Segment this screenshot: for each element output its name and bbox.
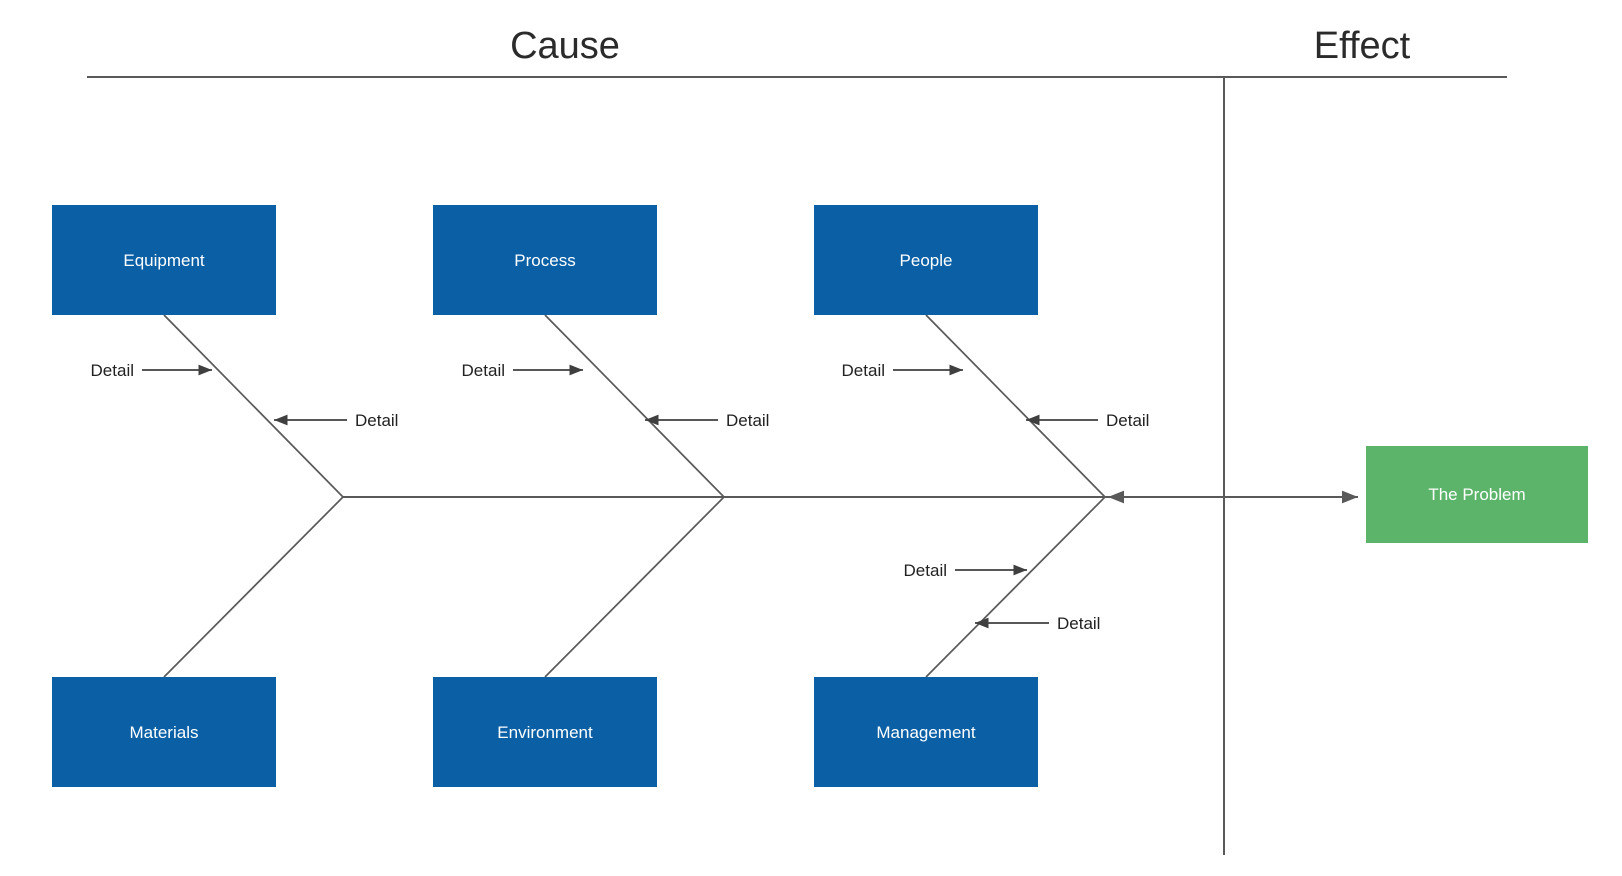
category-box-people[interactable]: People [814,205,1038,315]
category-label-equipment: Equipment [123,251,205,270]
category-box-equipment[interactable]: Equipment [52,205,276,315]
category-box-materials-rect[interactable] [52,677,276,787]
category-box-management-rect[interactable] [814,677,1038,787]
detail-label-equipment-lower: Detail [355,411,398,430]
category-label-people: People [900,251,953,270]
category-box-equipment-rect[interactable] [52,205,276,315]
category-label-management: Management [876,723,976,742]
category-box-environment-rect[interactable] [433,677,657,787]
effect-title: Effect [1314,25,1411,67]
category-label-environment: Environment [497,723,593,742]
category-box-process-rect[interactable] [433,205,657,315]
category-label-materials: Materials [130,723,199,742]
rib-management [925,496,1106,678]
category-box-materials[interactable]: Materials [52,677,276,787]
rib-people [925,314,1106,498]
effect-box-rect[interactable] [1366,446,1588,543]
rib-materials [163,496,344,678]
detail-label-process-upper: Detail [462,361,505,380]
category-box-environment[interactable]: Environment [433,677,657,787]
effect-box-label: The Problem [1428,485,1525,504]
category-box-people-rect[interactable] [814,205,1038,315]
effect-box[interactable]: The Problem [1366,446,1588,543]
detail-label-equipment-upper: Detail [91,361,134,380]
rib-equipment [163,314,344,498]
detail-label-management-lower: Detail [1057,614,1100,633]
cause-title: Cause [510,25,620,67]
detail-label-management-upper: Detail [904,561,947,580]
rib-environment [544,496,725,678]
detail-label-people-upper: Detail [842,361,885,380]
detail-label-process-lower: Detail [726,411,769,430]
rib-process [544,314,725,498]
category-label-process: Process [514,251,575,270]
category-box-management[interactable]: Management [814,677,1038,787]
detail-label-people-lower: Detail [1106,411,1149,430]
category-box-process[interactable]: Process [433,205,657,315]
